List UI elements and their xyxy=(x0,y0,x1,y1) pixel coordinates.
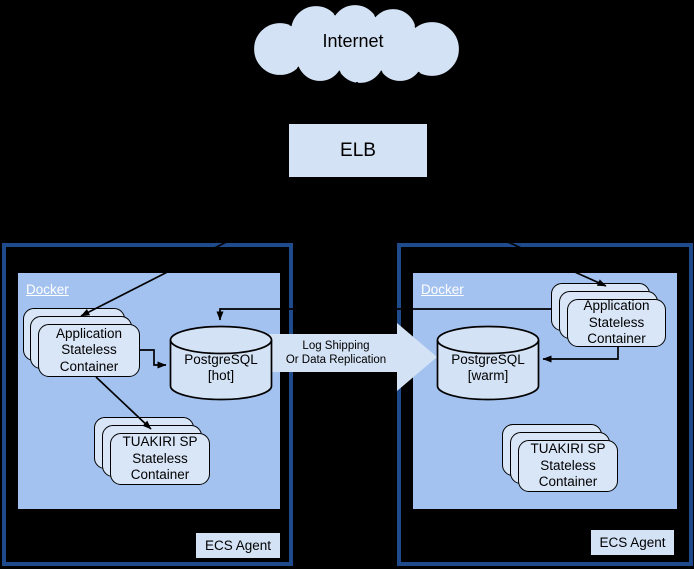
sp-stack-right: TUAKIRI SP Stateless Container xyxy=(502,424,634,494)
stack-card-front: Application Stateless Container xyxy=(38,324,140,377)
app-stack-label-right: Application Stateless Container xyxy=(583,298,650,347)
stack-card-front: TUAKIRI SP Stateless Container xyxy=(518,440,618,492)
docker-label-right: Docker xyxy=(421,282,464,297)
database-cylinder-warm: PostgreSQL [warm] xyxy=(436,325,540,403)
ecs-agent-label-left: ECS Agent xyxy=(204,538,272,553)
app-stack-right: Application Stateless Container xyxy=(551,283,683,349)
internet-label: Internet xyxy=(322,31,384,51)
ecs-agent-label-right: ECS Agent xyxy=(599,535,666,550)
stack-card-front: TUAKIRI SP Stateless Container xyxy=(110,433,210,485)
elb-box: ELB xyxy=(288,123,428,178)
sp-stack-left: TUAKIRI SP Stateless Container xyxy=(94,417,226,487)
ecs-agent-right: ECS Agent xyxy=(590,529,675,556)
cloud-shape xyxy=(251,2,462,86)
database-label-warm: PostgreSQL [warm] xyxy=(451,352,525,383)
elb-label: ELB xyxy=(340,139,376,161)
internet-cloud: Internet xyxy=(250,1,466,87)
sp-stack-label-right: TUAKIRI SP Stateless Container xyxy=(530,441,606,490)
database-cylinder-hot: PostgreSQL [hot] xyxy=(169,325,273,403)
ecs-agent-left: ECS Agent xyxy=(195,532,281,559)
cylinder-shape xyxy=(436,325,540,401)
docker-label-left: Docker xyxy=(26,282,69,297)
app-stack-left: Application Stateless Container xyxy=(23,308,155,378)
database-label-hot: PostgreSQL [hot] xyxy=(184,352,258,383)
stack-card-front: Application Stateless Container xyxy=(567,298,666,347)
cylinder-shape xyxy=(169,325,273,401)
app-stack-label-left: Application Stateless Container xyxy=(55,325,123,374)
sp-stack-label-left: TUAKIRI SP Stateless Container xyxy=(122,434,198,483)
flow-arrow-label: Log Shipping Or Data Replication xyxy=(285,340,387,366)
